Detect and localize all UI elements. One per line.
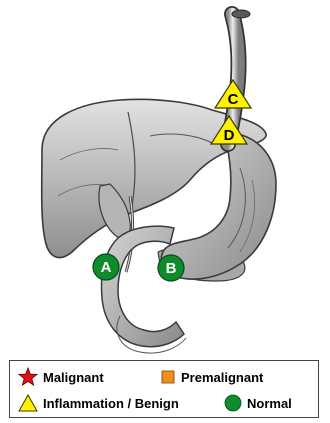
- legend-label-normal: Normal: [247, 396, 292, 411]
- legend-row-1: Malignant Premalignant: [10, 364, 318, 390]
- legend-row-2: Inflammation / Benign Normal: [10, 390, 318, 416]
- marker-b: B: [158, 255, 184, 281]
- marker-b-label: B: [166, 260, 177, 277]
- legend-item-inflammation-benign: Inflammation / Benign: [18, 390, 179, 416]
- legend-label-inflammation-benign: Inflammation / Benign: [43, 396, 179, 411]
- legend-label-malignant: Malignant: [43, 370, 104, 385]
- legend-item-premalignant: Premalignant: [160, 364, 263, 390]
- marker-d-label: D: [224, 127, 235, 144]
- marker-a: A: [93, 254, 119, 280]
- legend: Malignant Premalignant Inflammation / Be…: [9, 360, 319, 418]
- orange-square-icon: [160, 369, 176, 385]
- legend-label-premalignant: Premalignant: [181, 370, 263, 385]
- legend-item-normal: Normal: [224, 390, 292, 416]
- yellow-triangle-icon: [18, 394, 38, 412]
- marker-a-label: A: [101, 259, 112, 276]
- green-circle-icon: [224, 394, 242, 412]
- marker-c-label: C: [228, 91, 239, 108]
- red-star-icon: [18, 367, 38, 387]
- gi-tract-illustration: C D A B: [0, 0, 330, 360]
- legend-item-malignant: Malignant: [18, 364, 104, 390]
